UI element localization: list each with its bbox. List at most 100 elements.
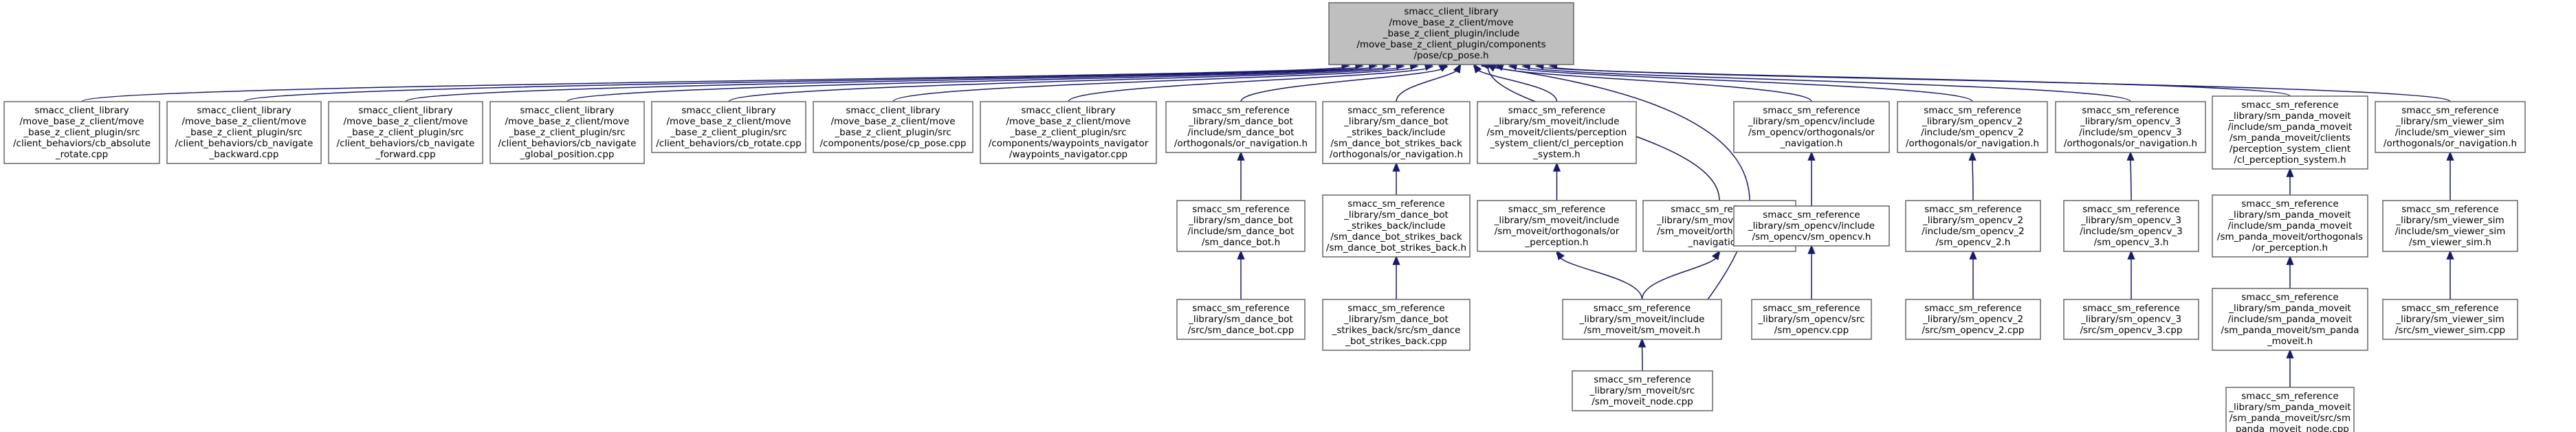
node-label-line: /src/sm_dance_bot.cpp xyxy=(1188,325,1295,336)
node-panda-moveit-h[interactable]: smacc_sm_reference_library/sm_panda_move… xyxy=(2212,288,2368,351)
node-cb-rotate[interactable]: smacc_client_library/move_base_z_client/… xyxy=(651,101,806,153)
node-opencv-h[interactable]: smacc_sm_reference_library/sm_opencv/inc… xyxy=(1733,205,1890,247)
node-label-line: smacc_sm_reference xyxy=(1763,303,1860,314)
node-box xyxy=(1176,200,1306,252)
node-label-line: _base_z_client_plugin/src xyxy=(1009,127,1126,138)
node-cb-absolute-rotate[interactable]: smacc_client_library/move_base_z_client/… xyxy=(3,101,160,164)
node-root[interactable]: smacc_client_library/move_base_z_client/… xyxy=(1328,2,1574,65)
node-opencv-or-navigation[interactable]: smacc_sm_reference_library/sm_opencv/inc… xyxy=(1733,101,1890,153)
node-label-line: _library/sm_moveit/include xyxy=(1494,116,1620,127)
arrow-head xyxy=(1438,64,1449,72)
node-opencv2-h[interactable]: smacc_sm_reference_library/sm_opencv_2/i… xyxy=(1905,200,2041,252)
node-label-line: /orthogonals/or_navigation.h xyxy=(1330,149,1463,160)
node-opencv3-h[interactable]: smacc_sm_reference_library/sm_opencv_3/i… xyxy=(2063,200,2199,252)
node-cb-navigate-backward[interactable]: smacc_client_library/move_base_z_client/… xyxy=(166,101,322,164)
node-label-line: _library/sm_moveit/include xyxy=(1579,314,1705,325)
node-label-line: /move_base_z_client/move xyxy=(505,116,629,127)
arrow-head xyxy=(1237,151,1245,161)
node-opencv-cpp[interactable]: smacc_sm_reference_library/sm_opencv/src… xyxy=(1751,299,1872,340)
node-waypoints-navigator[interactable]: smacc_client_library/move_base_z_client/… xyxy=(980,101,1157,164)
node-box xyxy=(1322,101,1471,164)
node-label-line: _library/sm_viewer_sim xyxy=(2395,314,2504,325)
node-label-line: _library/sm_viewer_sim xyxy=(2395,215,2504,226)
node-cp-pose-cpp[interactable]: smacc_client_library/move_base_z_client/… xyxy=(813,101,973,153)
node-label-line: _perception.h xyxy=(1525,237,1589,248)
node-opencv2-or-navigation[interactable]: smacc_sm_reference_library/sm_opencv_2/i… xyxy=(1897,101,2048,153)
node-label-line: _library/sm_opencv_2 xyxy=(1922,215,2023,226)
edge-opencv2-cpp-to-opencv2-h xyxy=(1969,250,1977,299)
node-label-line: _library/sm_viewer_sim xyxy=(2395,116,2504,127)
node-moveit-cl-perception[interactable]: smacc_sm_reference_library/sm_moveit/inc… xyxy=(1477,101,1637,164)
node-moveit-or-perception[interactable]: smacc_sm_reference_library/sm_moveit/inc… xyxy=(1477,200,1637,252)
node-label-line: /or_perception.h xyxy=(2252,242,2328,253)
node-label-line: _library/sm_dance_bot xyxy=(1343,209,1449,220)
edge-line xyxy=(1521,65,2131,102)
edge-line xyxy=(1481,65,1750,300)
node-label-line: smacc_client_library xyxy=(681,105,775,116)
node-label-line: /include/sm_opencv_3 xyxy=(2080,226,2182,237)
node-moveit-node-cpp[interactable]: smacc_sm_reference_library/sm_moveit/src… xyxy=(1572,370,1713,411)
arrow-head xyxy=(1392,255,1400,265)
arrow-head xyxy=(2126,151,2135,161)
node-label-line: /move_base_z_client/move xyxy=(343,116,467,127)
edge-line xyxy=(1068,65,1433,102)
node-label-line: /include/sm_viewer_sim xyxy=(2395,226,2506,237)
node-opencv3-cpp[interactable]: smacc_sm_reference_library/sm_opencv_3/s… xyxy=(2063,299,2199,340)
node-panda-moveit-node-cpp[interactable]: smacc_sm_reference_library/sm_panda_move… xyxy=(2225,387,2355,432)
node-box xyxy=(1322,299,1471,351)
edge-viewer-sim-h-to-viewer-or-navigation xyxy=(2446,151,2454,201)
node-label-line: smacc_client_library xyxy=(197,105,291,116)
node-label-line: /sm_viewer_sim.h xyxy=(2409,237,2491,248)
edge-line xyxy=(892,65,1419,102)
node-viewer-sim-cpp[interactable]: smacc_sm_reference_library/sm_viewer_sim… xyxy=(2382,299,2518,340)
node-label-line: /client_behaviors/cb_navigate xyxy=(337,138,475,149)
node-panda-or-perception[interactable]: smacc_sm_reference_library/sm_panda_move… xyxy=(2212,194,2368,258)
edge-opencv3-cpp-to-opencv3-h xyxy=(2127,250,2135,299)
node-strikes-back-h[interactable]: smacc_sm_reference_library/sm_dance_bot_… xyxy=(1322,194,1471,258)
node-label-line: _library/sm_panda_moveit xyxy=(2228,402,2351,413)
node-label-line: /move_base_z_client/move xyxy=(666,116,791,127)
node-dance-bot-cpp[interactable]: smacc_sm_reference_library/sm_dance_bot/… xyxy=(1176,299,1306,340)
node-strikes-or-navigation[interactable]: smacc_sm_reference_library/sm_dance_bot_… xyxy=(1322,101,1471,164)
node-box xyxy=(980,101,1157,164)
node-box xyxy=(1328,2,1574,65)
edge-waypoints-navigator-to-root xyxy=(1068,63,1434,102)
node-strikes-back-cpp[interactable]: smacc_sm_reference_library/sm_dance_bot_… xyxy=(1322,299,1471,351)
node-box xyxy=(651,101,806,153)
node-viewer-sim-h[interactable]: smacc_sm_reference_library/sm_viewer_sim… xyxy=(2382,200,2518,252)
node-opencv2-cpp[interactable]: smacc_sm_reference_library/sm_opencv_2/s… xyxy=(1905,299,2041,340)
node-label-line: smacc_sm_reference xyxy=(1924,204,2021,215)
node-cb-navigate-global-position[interactable]: smacc_client_library/move_base_z_client/… xyxy=(489,101,645,164)
node-label-line: /components/waypoints_navigator xyxy=(989,138,1149,149)
node-label-line: _system_client/cl_perception xyxy=(1489,138,1623,149)
node-viewer-or-navigation[interactable]: smacc_sm_reference_library/sm_viewer_sim… xyxy=(2375,101,2526,153)
edge-strikes-or-navigation-to-root xyxy=(1396,63,1462,102)
arrow-head xyxy=(1969,250,1977,260)
node-cb-navigate-forward[interactable]: smacc_client_library/move_base_z_client/… xyxy=(328,101,483,164)
node-label-line: /sm_moveit/sm_moveit.h xyxy=(1584,325,1700,336)
node-label-line: smacc_sm_reference xyxy=(2241,292,2338,303)
node-box xyxy=(2063,299,2199,340)
node-label-line: /sm_dance_bot_strikes_back.h xyxy=(1326,242,1466,253)
node-box xyxy=(813,101,973,153)
node-label-line: /sm_opencv/sm_opencv.h xyxy=(1752,231,1871,242)
node-label-line: _rotate.cpp xyxy=(55,149,108,160)
node-dance-bot-h[interactable]: smacc_sm_reference_library/sm_dance_bot/… xyxy=(1176,200,1306,252)
node-label-line: smacc_sm_reference xyxy=(2241,391,2338,402)
node-panda-cl-perception[interactable]: smacc_sm_reference_library/sm_panda_move… xyxy=(2212,95,2368,170)
node-label-line: /client_behaviors/cb_navigate xyxy=(175,138,313,149)
arrow-head xyxy=(1968,151,1977,161)
arrow-head xyxy=(1638,338,1647,348)
node-moveit-h[interactable]: smacc_sm_reference_library/sm_moveit/inc… xyxy=(1562,299,1722,340)
node-label-line: smacc_sm_reference xyxy=(2401,303,2498,314)
node-box xyxy=(2212,194,2368,258)
node-label-line: smacc_sm_reference xyxy=(1924,303,2021,314)
node-label-line: /orthogonals/or_navigation.h xyxy=(1174,138,1308,149)
edge-opencv3-h-to-opencv3-or-navigation xyxy=(2126,151,2135,201)
node-opencv3-or-navigation[interactable]: smacc_sm_reference_library/sm_opencv_3/i… xyxy=(2055,101,2206,153)
node-dance-or-navigation[interactable]: smacc_sm_reference_library/sm_dance_bot/… xyxy=(1165,101,1317,153)
node-label-line: _library/sm_dance_bot xyxy=(1343,314,1449,325)
edge-dance-bot-h-to-dance-or-navigation xyxy=(1237,151,1245,201)
node-box xyxy=(1905,299,2041,340)
edge-moveit-h-to-moveit-or-perception xyxy=(1556,250,1643,300)
